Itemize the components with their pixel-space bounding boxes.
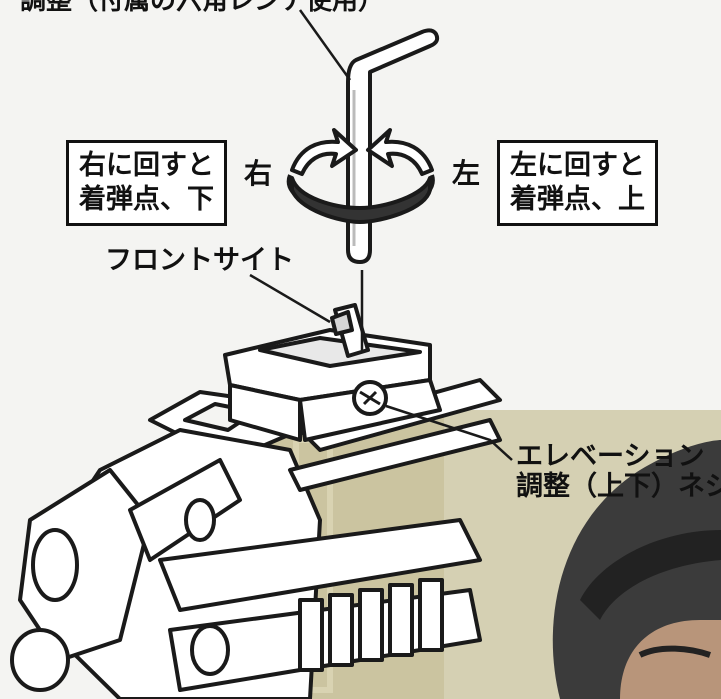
helmet-photo — [552, 440, 721, 699]
left-turn-box: 左に回すと 着弾点、上 — [497, 140, 658, 226]
elevation-screw — [352, 380, 388, 416]
front-sight-label: フロントサイト — [105, 245, 294, 276]
elevation-screw-label: エレベーション 調整（上下）ネジ — [516, 442, 721, 502]
right-turn-box: 右に回すと 着弾点、下 — [66, 140, 227, 226]
leader-lines — [249, 9, 513, 461]
rifle-body — [10, 378, 502, 699]
right-turn-line-1: 右に回すと — [79, 150, 214, 181]
left-direction-label: 左 — [452, 157, 481, 190]
right-direction-label: 右 — [244, 157, 273, 190]
left-turn-line-2: 着弾点、上 — [510, 184, 645, 215]
elevation-label-line-2: 調整（上下）ネジ — [516, 471, 721, 502]
left-turn-line-1: 左に回すと — [510, 150, 645, 181]
right-turn-line-2: 着弾点、下 — [79, 184, 214, 215]
wrench-label-partial: 調整（付属の六角レンチ使用） — [20, 0, 385, 16]
elevation-label-line-1: エレベーション — [516, 441, 705, 472]
rotation-arrows — [286, 128, 435, 224]
